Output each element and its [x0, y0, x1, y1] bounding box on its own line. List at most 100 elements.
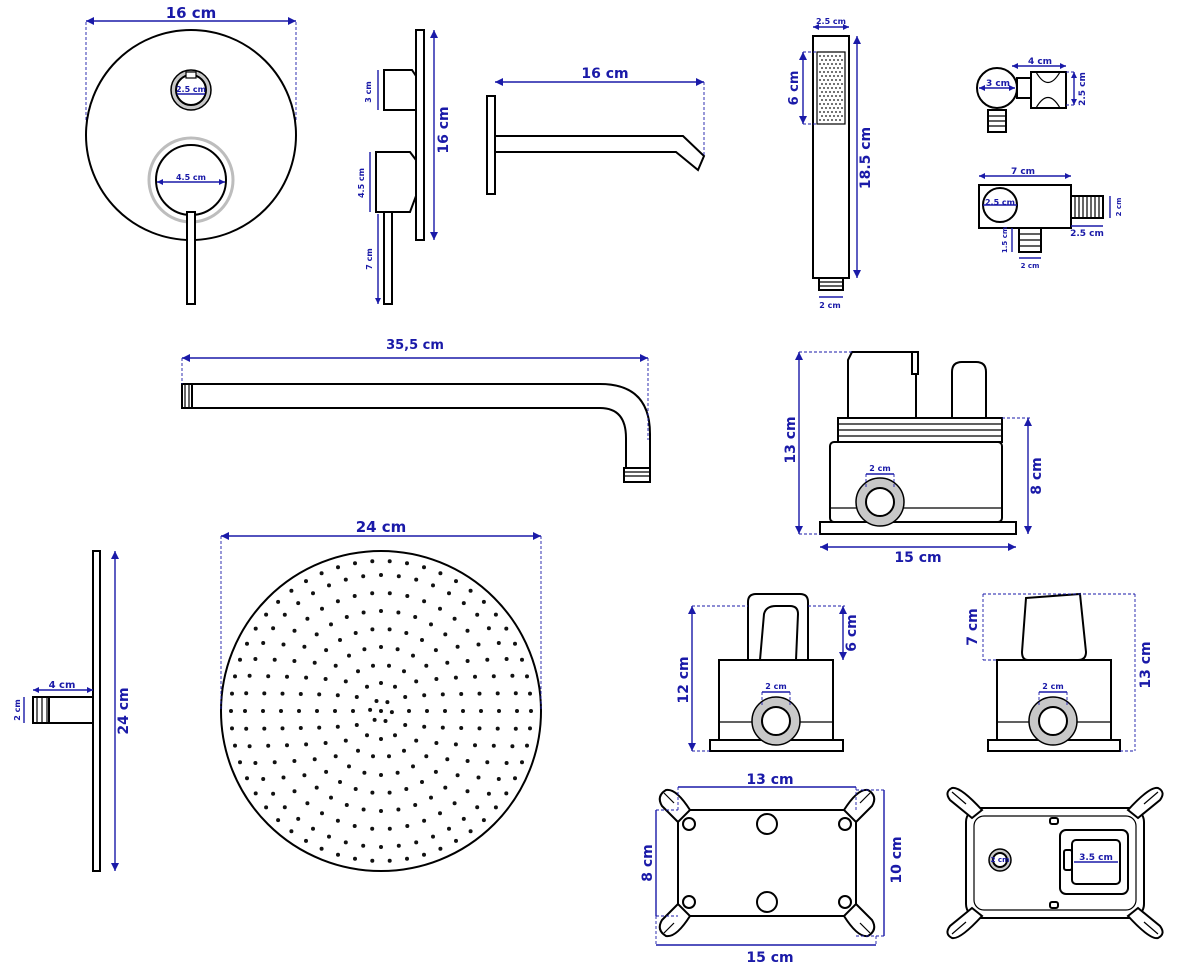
rain-nozzle-dot	[379, 681, 383, 685]
rain-nozzle-dot	[304, 579, 308, 584]
rain-nozzle-dot	[513, 776, 517, 781]
rain-nozzle-dot	[529, 709, 533, 713]
rain-nozzle-dot	[422, 724, 427, 729]
rain-nozzle-dot	[520, 657, 524, 662]
rain-nozzle-dot	[335, 693, 340, 698]
spout-length-label: 16 cm	[581, 66, 628, 82]
hand-nozzle-dot	[831, 87, 833, 89]
rain-nozzle-dot	[402, 669, 406, 674]
rain-nozzle-dot	[424, 754, 429, 759]
side-plate	[415, 29, 425, 241]
hand-nozzle-dot	[841, 99, 843, 101]
rain-nozzle-dot	[361, 610, 366, 615]
rain-nozzle-dot	[320, 811, 324, 816]
bottom-thread-width-label: 2 cm	[1021, 262, 1040, 270]
hand-nozzle-dot	[837, 115, 839, 117]
hand-nozzle-dot	[841, 115, 843, 117]
lever-depth-label: 4.5 cm	[357, 168, 366, 198]
rain-nozzle-dot	[333, 754, 338, 759]
rain-nozzle-dot	[230, 691, 234, 696]
hand-nozzle-dot	[841, 91, 843, 93]
rain-nozzle-dot	[327, 583, 331, 588]
rain-nozzle-dot	[372, 717, 377, 722]
rain-nozzle-dot	[266, 674, 271, 679]
rain-nozzle-dot	[387, 754, 391, 759]
rain-nozzle-dot	[343, 679, 348, 684]
rain-nozzle-dot	[473, 674, 477, 679]
rain-nozzle-dot	[362, 647, 367, 652]
hand-nozzle-dot	[831, 103, 833, 105]
rain-nozzle-dot	[245, 641, 249, 646]
rain-nozzle-dot	[280, 691, 285, 696]
hand-nozzle-dot	[831, 111, 833, 113]
rain-nozzle-dot	[431, 583, 435, 588]
rain-nozzle-dot	[404, 631, 409, 635]
connector-depth-label: 4 cm	[49, 680, 76, 691]
rain-nozzle-dot	[475, 612, 480, 617]
large-box-diverter	[951, 361, 987, 419]
rain-nozzle-dot	[314, 785, 319, 790]
rain-nozzle-dot	[253, 657, 258, 661]
rain-nozzle-dot	[414, 679, 419, 684]
hand-nozzle-dot	[831, 71, 833, 73]
rain-nozzle-dot	[370, 790, 375, 795]
hand-nozzle-dot	[821, 67, 823, 69]
small-knob-label: 2.5 cm	[176, 85, 206, 94]
rain-nozzle-dot	[473, 743, 477, 748]
hand-nozzle-dot	[829, 115, 831, 117]
rain-nozzle-dot	[296, 601, 301, 606]
rain-nozzle-dot	[403, 723, 408, 727]
rain-nozzle-dot	[379, 709, 383, 713]
box-cover-plate: 2 cm 3.5 cm	[946, 786, 1164, 940]
rain-nozzle-dot	[479, 709, 483, 713]
hand-nozzle-dot	[835, 111, 837, 113]
hand-nozzle-dot	[825, 59, 827, 61]
rain-nozzle-dot	[504, 657, 509, 661]
hand-nozzle-dot	[819, 71, 821, 73]
rain-nozzle-dot	[351, 709, 355, 713]
holder-clamp	[1030, 71, 1067, 109]
right-box-port-label: 2 cm	[1042, 682, 1063, 691]
rain-nozzle-dot	[238, 760, 242, 765]
hand-nozzle-dot	[823, 87, 825, 89]
hand-nozzle-dot	[831, 79, 833, 81]
rain-nozzle-dot	[422, 599, 427, 604]
rain-nozzle-dot	[281, 775, 286, 780]
connector-thread-label: 2 cm	[13, 699, 22, 720]
rain-nozzle-dot	[319, 571, 324, 576]
rain-nozzle-dot	[245, 776, 249, 781]
rain-nozzle-dot	[431, 834, 435, 839]
hand-nozzle-dot	[831, 95, 833, 97]
rain-nozzle-dot	[347, 764, 351, 769]
rain-nozzle-dot	[414, 577, 419, 582]
rain-nozzle-dot	[425, 709, 429, 713]
rain-nozzle-dot	[312, 757, 317, 762]
rain-nozzle-dot	[496, 641, 501, 645]
rain-nozzle-dot	[459, 726, 464, 730]
rain-nozzle-dot	[272, 760, 277, 765]
rain-nozzle-dot	[368, 707, 373, 712]
frame-ear-bl	[658, 902, 692, 938]
rain-nozzle-dot	[513, 641, 517, 646]
rain-nozzle-dot	[504, 761, 509, 765]
rain-nozzle-dot	[443, 709, 447, 713]
rain-nozzle-dot	[396, 610, 401, 615]
rain-nozzle-dot	[354, 695, 359, 699]
rain-nozzle-dot	[292, 659, 297, 663]
rain-nozzle-dot	[370, 591, 375, 596]
rain-nozzle-dot	[315, 709, 319, 713]
rain-nozzle-dot	[459, 692, 464, 696]
rain-nozzle-dot	[413, 803, 418, 807]
rain-nozzle-dot	[297, 709, 301, 713]
rain-nozzle-dot	[343, 840, 348, 845]
rain-nozzle-dot	[305, 616, 310, 621]
rain-nozzle-dot	[461, 601, 466, 606]
rain-nozzle-dot	[485, 657, 490, 662]
rain-nozzle-dot	[324, 769, 329, 774]
hand-nozzle-dot	[835, 79, 837, 81]
rain-nozzle-dot	[304, 675, 309, 680]
rain-nozzle-dot	[387, 627, 392, 632]
rain-nozzle-dot	[411, 764, 415, 769]
hand-nozzle-dot	[839, 95, 841, 97]
